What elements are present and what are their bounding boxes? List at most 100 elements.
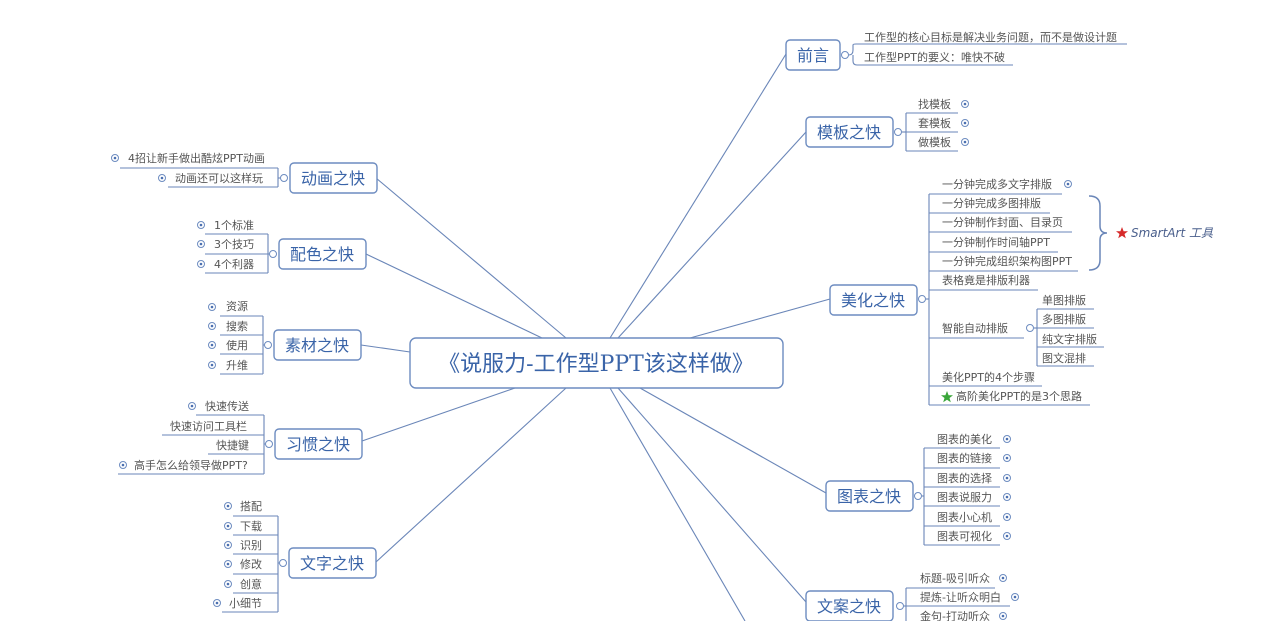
expand-icon[interactable] (1003, 435, 1011, 443)
collapse-toggle-icon[interactable] (1026, 324, 1034, 332)
subtopic[interactable]: 美化PPT的4个步骤 (942, 370, 1035, 384)
subtopic[interactable]: 做模板 (918, 135, 951, 149)
collapse-toggle-icon[interactable] (918, 295, 926, 303)
subtopic[interactable]: 快捷键 (216, 438, 249, 452)
subtopic[interactable]: 一分钟完成组织架构图PPT (942, 254, 1072, 268)
subtopic[interactable]: 搜索 (226, 319, 248, 333)
expand-icon[interactable] (1003, 474, 1011, 482)
branch-color[interactable]: 配色之快 1个标准 3个技巧 4个利器 (197, 218, 367, 274)
branch-chart[interactable]: 图表之快 图表的美化 图表的链接 图表的选择 图表说服力 图表小心机 图表可视化 (825, 432, 1011, 546)
subtopic[interactable]: 快速访问工具栏 (170, 419, 247, 433)
expand-icon[interactable] (961, 100, 969, 108)
expand-icon[interactable] (197, 221, 205, 229)
collapse-toggle-icon[interactable] (914, 492, 922, 500)
branch-material[interactable]: 素材之快 资源 搜索 使用 升维 (208, 299, 362, 375)
subtopic[interactable]: 一分钟制作封面、目录页 (942, 215, 1063, 229)
expand-icon[interactable] (224, 560, 232, 568)
collapse-toggle-icon[interactable] (896, 602, 904, 610)
expand-icon[interactable] (1003, 454, 1011, 462)
subtopic[interactable]: 1个标准 (214, 218, 254, 232)
branch-template[interactable]: 模板之快 找模板 套模板 做模板 (805, 97, 969, 152)
expand-icon[interactable] (224, 522, 232, 530)
expand-icon[interactable] (224, 502, 232, 510)
central-topic[interactable]: 《说服力-工作型PPT该这样做》 (409, 337, 784, 389)
collapse-toggle-icon[interactable] (841, 51, 849, 59)
subtopic[interactable]: 小细节 (229, 597, 262, 610)
expand-icon[interactable] (1003, 513, 1011, 521)
subtopic[interactable]: 下载 (240, 520, 262, 533)
subtopic[interactable]: 多图排版 (1042, 312, 1086, 326)
subtopic[interactable]: 一分钟完成多图排版 (942, 196, 1041, 210)
subtopic[interactable]: 一分钟完成多文字排版 (942, 177, 1052, 191)
subtopic[interactable]: 工作型的核心目标是解决业务问题，而不是做设计题 (864, 30, 1117, 44)
subtopic[interactable]: 提炼-让听众明白 (920, 590, 1001, 604)
subtopic[interactable]: 快速传送 (205, 399, 249, 413)
expand-icon[interactable] (999, 574, 1007, 582)
subtopic[interactable]: 找模板 (918, 97, 951, 111)
subtopic[interactable]: 纯文字排版 (1042, 332, 1097, 346)
subtopic[interactable]: 创意 (240, 577, 262, 591)
expand-icon[interactable] (961, 138, 969, 146)
subtopic[interactable]: 修改 (240, 557, 262, 571)
subtopic[interactable]: 图文混排 (1042, 351, 1086, 365)
expand-icon[interactable] (208, 303, 216, 311)
expand-icon[interactable] (208, 341, 216, 349)
subtopic[interactable]: 金句-打动听众 (920, 609, 990, 621)
subtopic[interactable]: 图表可视化 (937, 529, 992, 543)
expand-icon[interactable] (119, 461, 127, 469)
subtopic[interactable]: 智能自动排版 (942, 321, 1008, 335)
expand-icon[interactable] (213, 599, 221, 607)
subtopic[interactable]: 升维 (226, 359, 248, 372)
branch-text[interactable]: 文字之快 搭配 下载 识别 修改 创意 小细节 (213, 500, 377, 613)
expand-icon[interactable] (999, 612, 1007, 620)
subtopic[interactable]: 3个技巧 (214, 238, 254, 251)
collapse-toggle-icon[interactable] (269, 250, 277, 258)
subtopic[interactable]: 使用 (226, 339, 248, 352)
subtopic[interactable]: 高阶美化PPT的是3个思路 (956, 389, 1082, 403)
branch-beautify[interactable]: 美化之快 一分钟完成多文字排版 一分钟完成多图排版 一分钟制作封面、目录页 一分… (829, 177, 1214, 406)
expand-icon[interactable] (961, 119, 969, 127)
expand-icon[interactable] (224, 580, 232, 588)
expand-icon[interactable] (224, 541, 232, 549)
subtopic[interactable]: 表格竟是排版利器 (942, 273, 1030, 287)
subtopic[interactable]: 4个利器 (214, 258, 254, 271)
subtopic[interactable]: 图表小心机 (937, 510, 992, 524)
subtopic[interactable]: 动画还可以这样玩 (175, 171, 263, 185)
subtopic[interactable]: 工作型PPT的要义：唯快不破 (864, 50, 1005, 64)
expand-icon[interactable] (1003, 532, 1011, 540)
expand-icon[interactable] (111, 154, 119, 162)
expand-icon[interactable] (1064, 180, 1072, 188)
subtopic[interactable]: 高手怎么给领导做PPT? (134, 458, 248, 472)
central-topic-title: 《说服力-工作型PPT该这样做》 (438, 352, 754, 377)
subtopic[interactable]: 4招让新手做出酷炫PPT动画 (128, 151, 265, 165)
branch-habit[interactable]: 习惯之快 快速传送 快速访问工具栏 快捷键 高手怎么给领导做PPT? (118, 399, 363, 475)
smartart-note[interactable]: SmartArt 工具 (1131, 226, 1214, 240)
subtopic[interactable]: 识别 (240, 539, 262, 552)
subtopic[interactable]: 标题-吸引听众 (920, 571, 990, 585)
branch-copywriting[interactable]: 文案之快 标题-吸引听众 提炼-让听众明白 金句-打动听众 (805, 571, 1019, 621)
collapse-toggle-icon[interactable] (279, 559, 287, 567)
expand-icon[interactable] (208, 322, 216, 330)
collapse-toggle-icon[interactable] (894, 128, 902, 136)
branch-animation[interactable]: 动画之快 4招让新手做出酷炫PPT动画 动画还可以这样玩 (111, 151, 378, 194)
subtopic[interactable]: 套模板 (918, 116, 951, 130)
expand-icon[interactable] (1003, 493, 1011, 501)
collapse-toggle-icon[interactable] (264, 341, 272, 349)
subtopic[interactable]: 图表的选择 (937, 471, 992, 485)
expand-icon[interactable] (1011, 593, 1019, 601)
subtopic[interactable]: 图表的美化 (937, 432, 992, 446)
subtopic[interactable]: 一分钟制作时间轴PPT (942, 235, 1050, 249)
expand-icon[interactable] (188, 402, 196, 410)
subtopic[interactable]: 搭配 (240, 500, 262, 513)
subtopic[interactable]: 单图排版 (1042, 293, 1086, 307)
collapse-toggle-icon[interactable] (265, 440, 273, 448)
subtopic[interactable]: 资源 (226, 299, 248, 313)
expand-icon[interactable] (197, 240, 205, 248)
subtopic[interactable]: 图表说服力 (937, 490, 992, 504)
expand-icon[interactable] (197, 260, 205, 268)
expand-icon[interactable] (208, 361, 216, 369)
subtopic[interactable]: 图表的链接 (937, 451, 992, 465)
expand-icon[interactable] (158, 174, 166, 182)
branch-foreword[interactable]: 前言 工作型的核心目标是解决业务问题，而不是做设计题 工作型PPT的要义：唯快不… (785, 30, 1127, 71)
collapse-toggle-icon[interactable] (280, 174, 288, 182)
